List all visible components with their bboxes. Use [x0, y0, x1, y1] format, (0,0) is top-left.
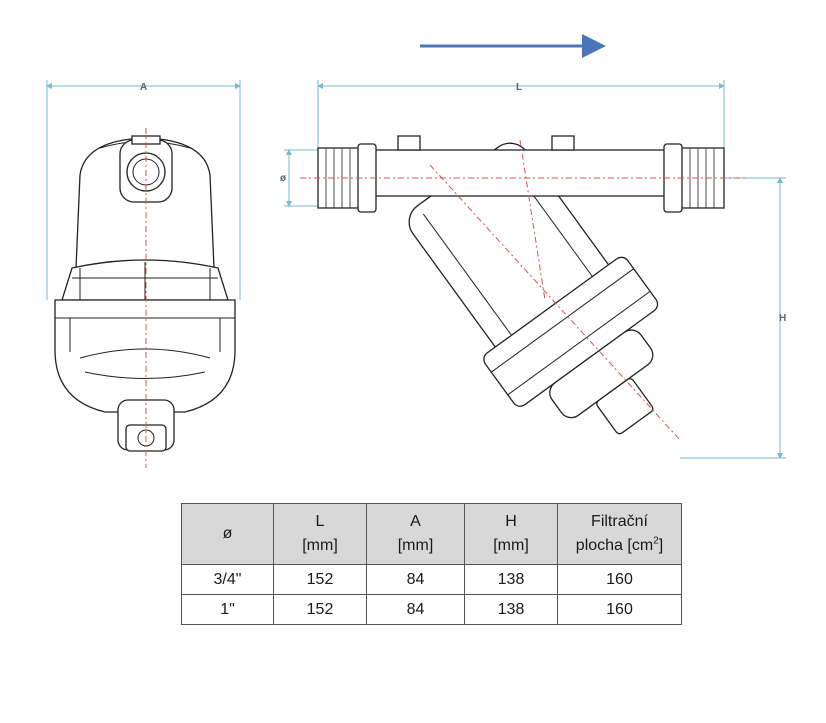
table-row: 1" 152 84 138 160	[181, 594, 682, 625]
header-width: A[mm]	[366, 503, 465, 565]
cell-width: 84	[366, 564, 465, 595]
cell-length: 152	[273, 594, 367, 625]
table-row: 3/4" 152 84 138 160	[181, 564, 682, 595]
dimension-a-label: A	[140, 82, 147, 93]
cell-diameter: 1"	[181, 594, 274, 625]
header-height: H[mm]	[464, 503, 558, 565]
front-view	[46, 80, 241, 468]
side-view	[284, 80, 786, 459]
cell-length: 152	[273, 564, 367, 595]
cell-filter-area: 160	[557, 564, 682, 595]
header-diameter: ø	[181, 503, 274, 565]
cell-diameter: 3/4"	[181, 564, 274, 595]
cell-width: 84	[366, 594, 465, 625]
cell-filter-area: 160	[557, 594, 682, 625]
dimension-diameter-label: ø	[280, 173, 287, 184]
technical-drawing: A L H ø	[46, 34, 786, 468]
dimension-l-label: L	[516, 82, 522, 93]
cell-height: 138	[464, 594, 558, 625]
header-length: L[mm]	[273, 503, 367, 565]
cell-height: 138	[464, 564, 558, 595]
dimension-h-label: H	[779, 313, 786, 324]
